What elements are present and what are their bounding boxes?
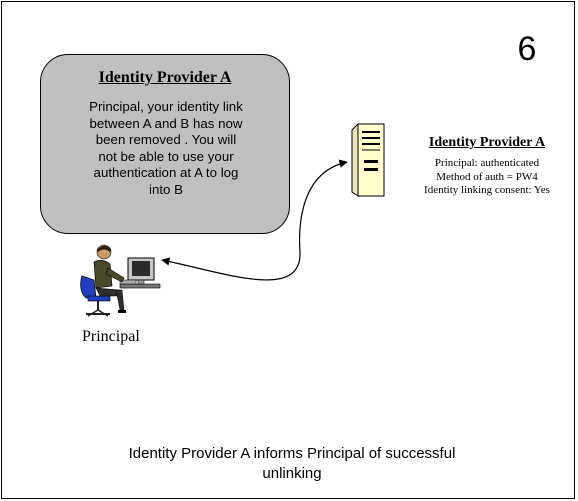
callout-line: been removed . You will	[95, 132, 237, 147]
callout-line: between A and B has now	[89, 115, 243, 131]
callout-title: Identity Provider A	[98, 69, 232, 86]
slide-caption: Identity Provider A informs Principal of…	[128, 445, 456, 482]
callout-line: Principal, your identity link	[89, 99, 243, 114]
principal-label: Principal	[82, 328, 140, 345]
server-info: Identity Provider A Principal: authentic…	[400, 135, 574, 198]
server-status-line: Identity linking consent: Yes	[424, 184, 550, 196]
server-tower-icon	[350, 122, 390, 203]
person-at-computer-icon	[74, 240, 164, 325]
slide-number: 6	[517, 30, 537, 68]
server-status-line: Principal: authenticated	[434, 157, 540, 169]
server-status-line: Method of auth = PW4	[436, 170, 538, 183]
server-title: Identity Provider A	[428, 135, 546, 150]
